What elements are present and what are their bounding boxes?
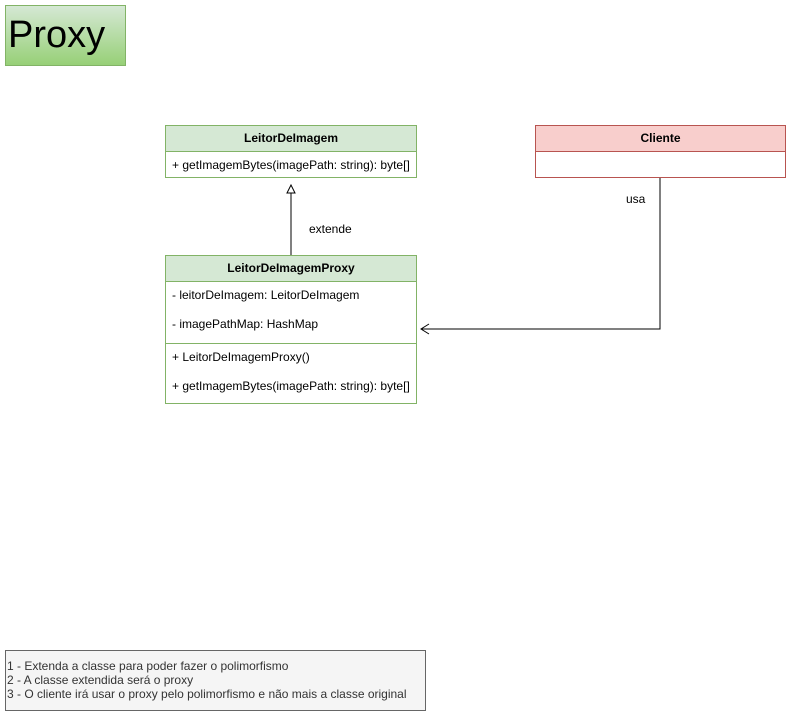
compartment-divider <box>166 343 416 344</box>
open-arrowhead-icon <box>420 323 430 335</box>
notes-box: 1 - Extenda a classe para poder fazer o … <box>5 650 426 711</box>
class-field: - imagePathMap: HashMap <box>172 317 319 331</box>
uses-connector <box>420 178 661 335</box>
class-field: - leitorDeImagem: LeitorDeImagem <box>172 288 360 302</box>
class-cliente[interactable]: Cliente <box>535 125 786 178</box>
extends-connector <box>286 183 296 256</box>
note-line: 2 - A classe extendida será o proxy <box>7 673 194 687</box>
class-method: + LeitorDeImagemProxy() <box>172 350 310 364</box>
diagram-title: Proxy <box>5 5 126 66</box>
note-line: 1 - Extenda a classe para poder fazer o … <box>7 659 289 673</box>
note-line: 3 - O cliente irá usar o proxy pelo poli… <box>7 687 407 701</box>
extends-label: extende <box>309 222 352 236</box>
inheritance-arrowhead-icon <box>286 183 296 194</box>
class-name: Cliente <box>536 126 785 152</box>
class-method: + getImagemBytes(imagePath: string): byt… <box>172 158 410 172</box>
uses-label: usa <box>626 192 646 206</box>
class-leitor-de-imagem[interactable]: LeitorDeImagem + getImagemBytes(imagePat… <box>165 125 417 178</box>
class-name: LeitorDeImagemProxy <box>166 256 416 282</box>
class-method: + getImagemBytes(imagePath: string): byt… <box>172 379 410 393</box>
class-name: LeitorDeImagem <box>166 126 416 152</box>
class-leitor-de-imagem-proxy[interactable]: LeitorDeImagemProxy - leitorDeImagem: Le… <box>165 255 417 404</box>
